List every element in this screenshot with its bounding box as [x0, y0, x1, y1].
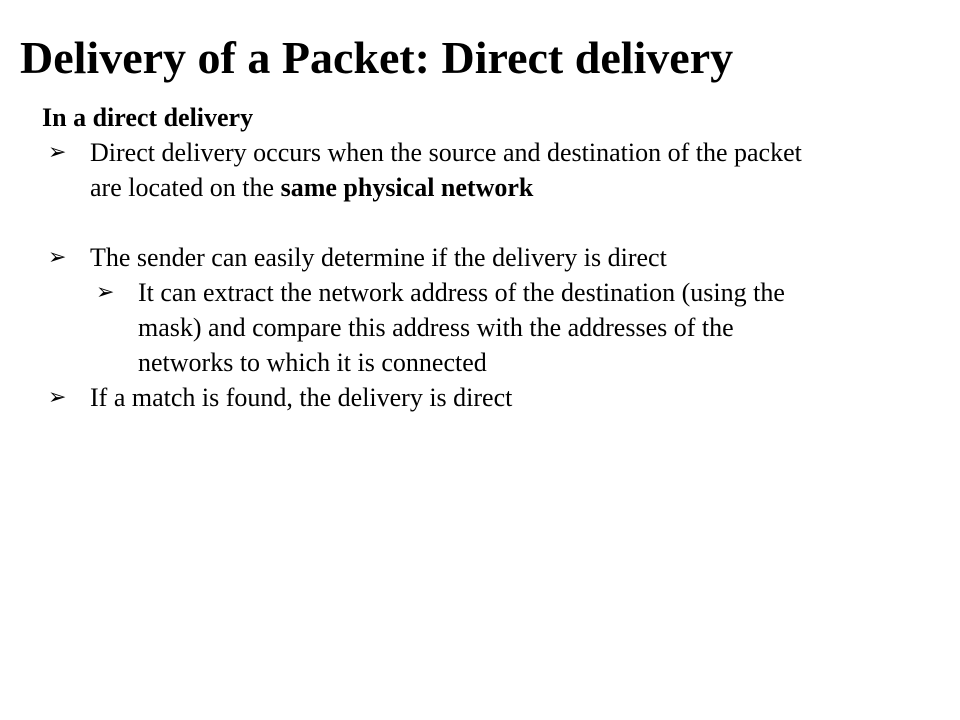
right-arrowhead-icon: ➢ — [48, 245, 67, 270]
spacer — [42, 205, 802, 240]
bullet-direct-delivery: ➢ Direct delivery occurs when the source … — [42, 135, 802, 205]
bullet-text: If a match is found, the delivery is dir… — [90, 383, 513, 412]
bullet-text: It can extract the network address of th… — [138, 278, 785, 377]
right-arrowhead-icon: ➢ — [48, 385, 67, 410]
sub-bullet-extract-address: ➢ It can extract the network address of t… — [42, 275, 802, 380]
bullet-text: Direct delivery occurs when the source a… — [90, 138, 802, 202]
bullet-match-found: ➢ If a match is found, the delivery is di… — [42, 380, 802, 415]
right-arrowhead-icon: ➢ — [96, 280, 115, 305]
slide-body: In a direct delivery ➢ Direct delivery oc… — [42, 100, 802, 415]
bullet-sender-determines: ➢ The sender can easily determine if the … — [42, 240, 802, 275]
slide-title: Delivery of a Packet: Direct delivery — [20, 32, 734, 83]
bullet-text: The sender can easily determine if the d… — [90, 243, 667, 272]
lead-heading: In a direct delivery — [42, 103, 254, 132]
right-arrowhead-icon: ➢ — [48, 140, 67, 165]
bullet-emphasis: same physical network — [280, 173, 534, 202]
